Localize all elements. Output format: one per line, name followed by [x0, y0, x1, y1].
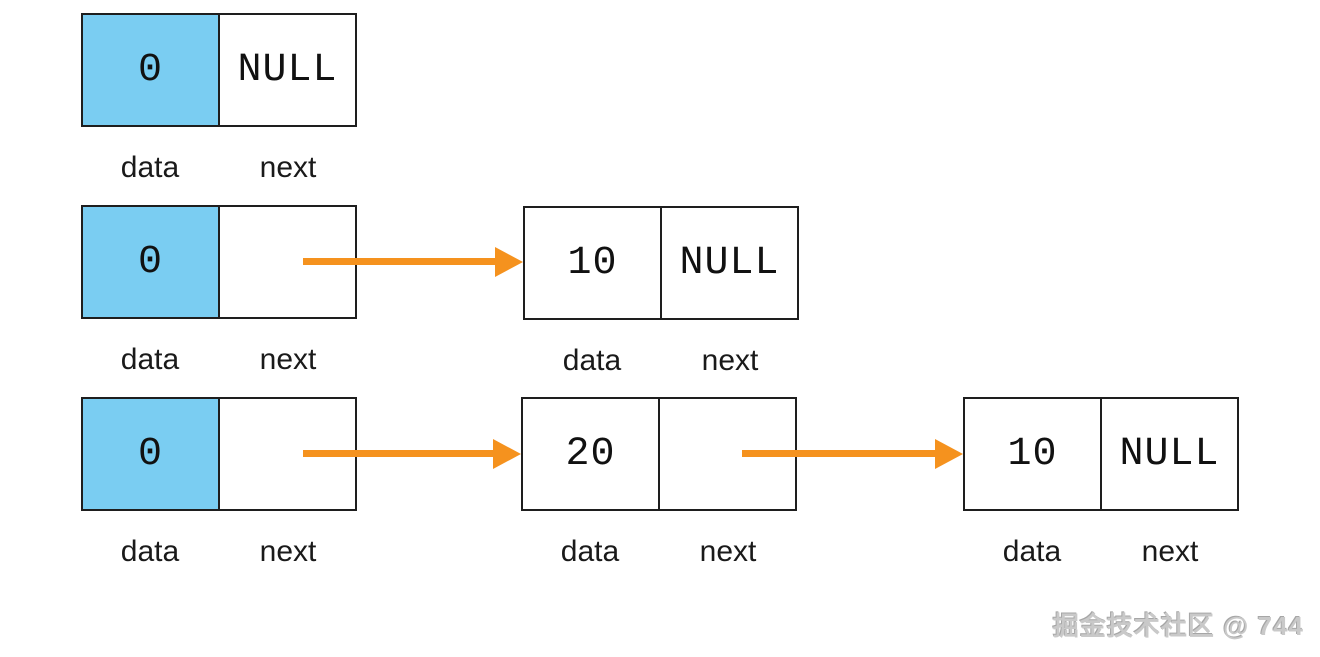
node-caption: data next — [963, 535, 1239, 569]
data-cell: 0 — [83, 399, 220, 509]
row2-node-10: 10 NULL data next — [523, 206, 799, 378]
data-label: data — [1002, 535, 1062, 568]
node-caption: data next — [81, 535, 357, 569]
node-caption: data next — [523, 344, 799, 378]
next-label: next — [259, 151, 317, 184]
data-cell: 10 — [965, 399, 1102, 509]
data-label: data — [120, 151, 180, 184]
data-label: data — [560, 535, 620, 568]
next-label: next — [1141, 535, 1199, 568]
data-cell: 0 — [83, 207, 220, 317]
node-box: 10 NULL — [963, 397, 1239, 511]
next-value: NULL — [237, 47, 338, 93]
data-label: data — [120, 535, 180, 568]
next-cell: NULL — [220, 15, 355, 125]
data-cell: 10 — [525, 208, 662, 318]
data-label: data — [120, 343, 180, 376]
row3-node-20: 20 data next — [521, 397, 797, 569]
row2-head-node: 0 data next — [81, 205, 357, 377]
next-value: NULL — [679, 240, 780, 286]
node-box: 0 NULL — [81, 13, 357, 127]
data-cell: 0 — [83, 15, 220, 125]
node-caption: data next — [81, 151, 357, 185]
next-label: next — [701, 344, 759, 377]
data-value: 0 — [137, 431, 163, 477]
next-value: NULL — [1119, 431, 1220, 477]
watermark-text: 掘金技术社区 @ 744 — [1052, 611, 1304, 641]
next-label: next — [699, 535, 757, 568]
node-box: 10 NULL — [523, 206, 799, 320]
next-pointer-arrow — [303, 258, 495, 265]
node-caption: data next — [521, 535, 797, 569]
next-label: next — [259, 535, 317, 568]
next-pointer-arrow — [742, 450, 935, 457]
next-cell: NULL — [662, 208, 797, 318]
row1-head-node: 0 NULL data next — [81, 13, 357, 185]
data-value: 10 — [567, 240, 618, 286]
data-value: 20 — [565, 431, 616, 477]
next-label: next — [259, 343, 317, 376]
row3-node-10: 10 NULL data next — [963, 397, 1239, 569]
next-pointer-arrow — [303, 450, 493, 457]
node-caption: data next — [81, 343, 357, 377]
row3-head-node: 0 data next — [81, 397, 357, 569]
data-label: data — [562, 344, 622, 377]
next-cell: NULL — [1102, 399, 1237, 509]
data-value: 0 — [137, 47, 163, 93]
data-cell: 20 — [523, 399, 660, 509]
data-value: 10 — [1007, 431, 1058, 477]
data-value: 0 — [137, 239, 163, 285]
